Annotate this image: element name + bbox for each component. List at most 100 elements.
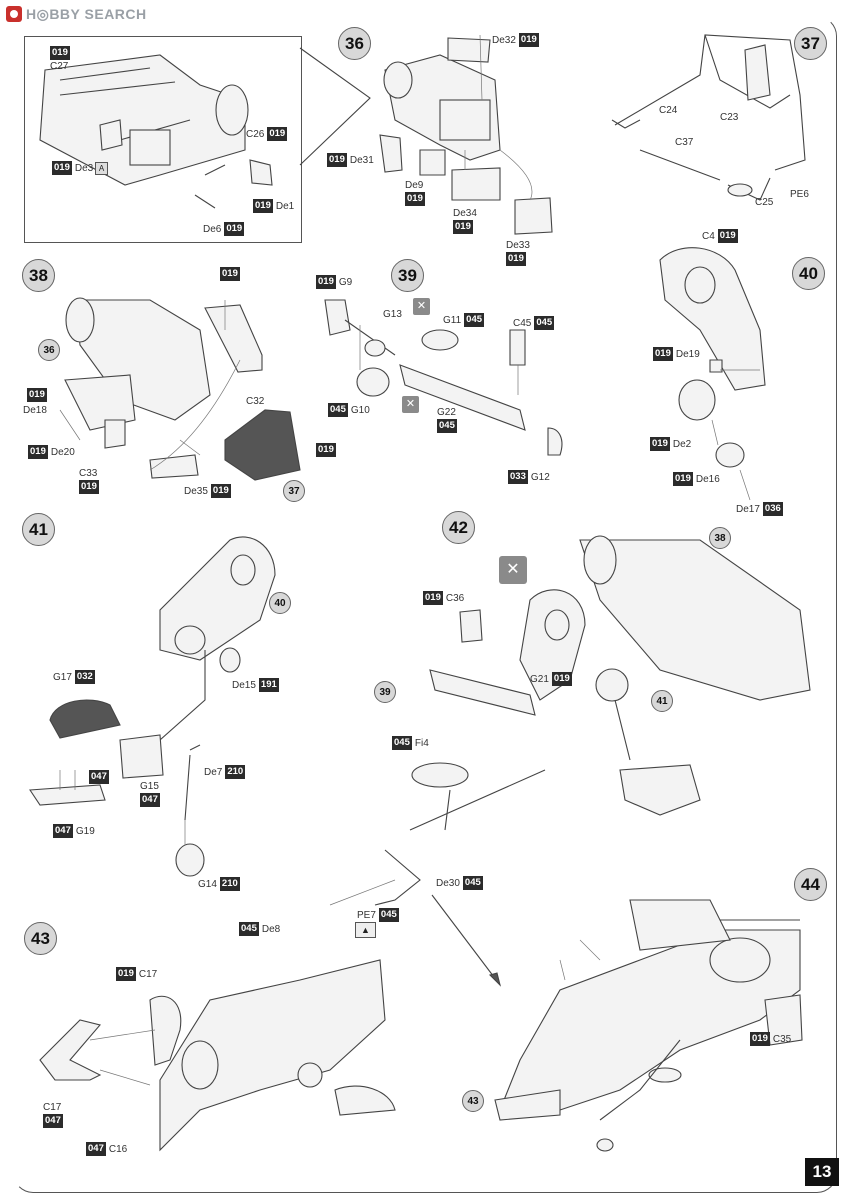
ref-step-39: 39	[374, 681, 396, 703]
hobbysearch-logo-icon	[6, 6, 22, 22]
part-number: G22	[437, 407, 456, 418]
step-44-number: 44	[794, 868, 827, 901]
label-c4: C4 019	[702, 229, 738, 243]
color-code: 019	[27, 388, 47, 402]
part-number: C35	[772, 1033, 792, 1045]
part-number: C45	[513, 317, 532, 329]
part-number: C16	[108, 1143, 128, 1155]
part-number: G13	[383, 309, 402, 320]
label-de2: 019 De2	[650, 437, 691, 451]
color-code: 045	[464, 313, 485, 327]
part-number: De35	[184, 485, 208, 497]
label-g19: 047 G19	[53, 824, 95, 838]
part-number: De9	[405, 180, 424, 191]
part-number: PE7	[357, 909, 376, 921]
color-code: 019	[267, 127, 288, 141]
ref-step-41: 41	[651, 690, 673, 712]
step-37-number: 37	[794, 27, 827, 60]
label-s41-047: 047	[89, 770, 109, 784]
color-code: 047	[86, 1142, 106, 1156]
color-code: 047	[43, 1114, 63, 1128]
part-number: G11	[443, 314, 462, 326]
step38-assembly-drawing	[59, 297, 301, 481]
label-c35: 019 C35	[750, 1032, 791, 1046]
part-number: De32	[492, 34, 516, 46]
color-code: 047	[89, 770, 109, 784]
label-c24: C24	[659, 105, 677, 116]
color-code: 019	[750, 1032, 770, 1046]
color-code: 019	[423, 591, 443, 605]
color-code: 019	[506, 252, 526, 266]
ref-step-38: 38	[709, 527, 731, 549]
part-number: De19	[675, 348, 700, 360]
glue-icon: A	[95, 162, 108, 175]
label-de15: De15 191	[232, 678, 279, 692]
color-code: 019	[650, 437, 670, 451]
step39-tube-drawing	[324, 299, 563, 456]
color-code: 019	[327, 153, 347, 167]
page-frame	[13, 16, 837, 1193]
label-de32: De32 019	[492, 33, 539, 47]
label-c16: 047 C16	[86, 1142, 127, 1156]
ref-step-36: 36	[38, 339, 60, 361]
color-code: 191	[258, 678, 279, 692]
label-de9: De9 019	[405, 180, 425, 206]
color-code: 032	[74, 670, 95, 684]
color-code: 019	[551, 672, 572, 686]
part-number: C36	[445, 592, 465, 604]
step-38-number: 38	[22, 259, 55, 292]
label-c36: 019 C36	[423, 591, 464, 605]
color-code: 045	[534, 316, 555, 330]
label-de20: 019 De20	[28, 445, 75, 459]
part-number: G15	[140, 781, 159, 792]
color-code: 210	[219, 877, 240, 891]
no-glue-icon: ✕	[402, 396, 419, 413]
step-43-number: 43	[24, 922, 57, 955]
color-code: 019	[453, 220, 473, 234]
color-code: 045	[239, 922, 259, 936]
color-code: 019	[50, 46, 70, 60]
part-number: Fi4	[414, 737, 429, 749]
part-number: C32	[246, 396, 265, 407]
label-g13: G13	[383, 309, 402, 320]
detail-inset-box	[24, 36, 302, 243]
part-number: De3	[74, 162, 94, 174]
color-code: 019	[673, 472, 693, 486]
step41-pedal-drawing	[29, 536, 276, 877]
color-code: 019	[220, 267, 240, 281]
part-number: G10	[350, 404, 370, 416]
label-g15: G15 047	[140, 781, 160, 807]
color-code: 019	[210, 484, 231, 498]
part-number: C4	[702, 230, 715, 242]
part-number: De30	[436, 877, 460, 889]
color-code: 045	[462, 876, 483, 890]
color-code: 019	[717, 229, 738, 243]
color-code: 019	[28, 445, 48, 459]
part-number: PE6	[790, 189, 809, 200]
part-number: C17	[138, 968, 158, 980]
part-number: De31	[349, 154, 374, 166]
label-s38-019-left: 019	[27, 388, 47, 402]
color-code: 047	[53, 824, 73, 838]
step40-cradle-drawing	[659, 247, 766, 501]
part-number: C37	[675, 137, 694, 148]
label-pe7: PE7 045	[357, 908, 399, 922]
label-de30: De30 045	[436, 876, 483, 890]
label-pe6: PE6	[790, 189, 809, 200]
color-code: 019	[405, 192, 425, 206]
label-g12: 033 G12	[508, 470, 550, 484]
label-c17-top: 019 C17	[116, 967, 157, 981]
color-code: 019	[224, 222, 245, 236]
color-code: 036	[762, 502, 783, 516]
label-g10: 045 G10	[328, 403, 370, 417]
color-code: 045	[392, 736, 412, 750]
label-inset-de3: 019 De3	[52, 161, 93, 175]
step-42-number: 42	[442, 511, 475, 544]
step-39-number: 39	[391, 259, 424, 292]
part-number: C25	[755, 197, 774, 208]
color-code: 210	[225, 765, 246, 779]
color-code: 019	[79, 480, 99, 494]
label-de18: De18	[23, 405, 47, 416]
part-number: De6	[203, 223, 222, 235]
